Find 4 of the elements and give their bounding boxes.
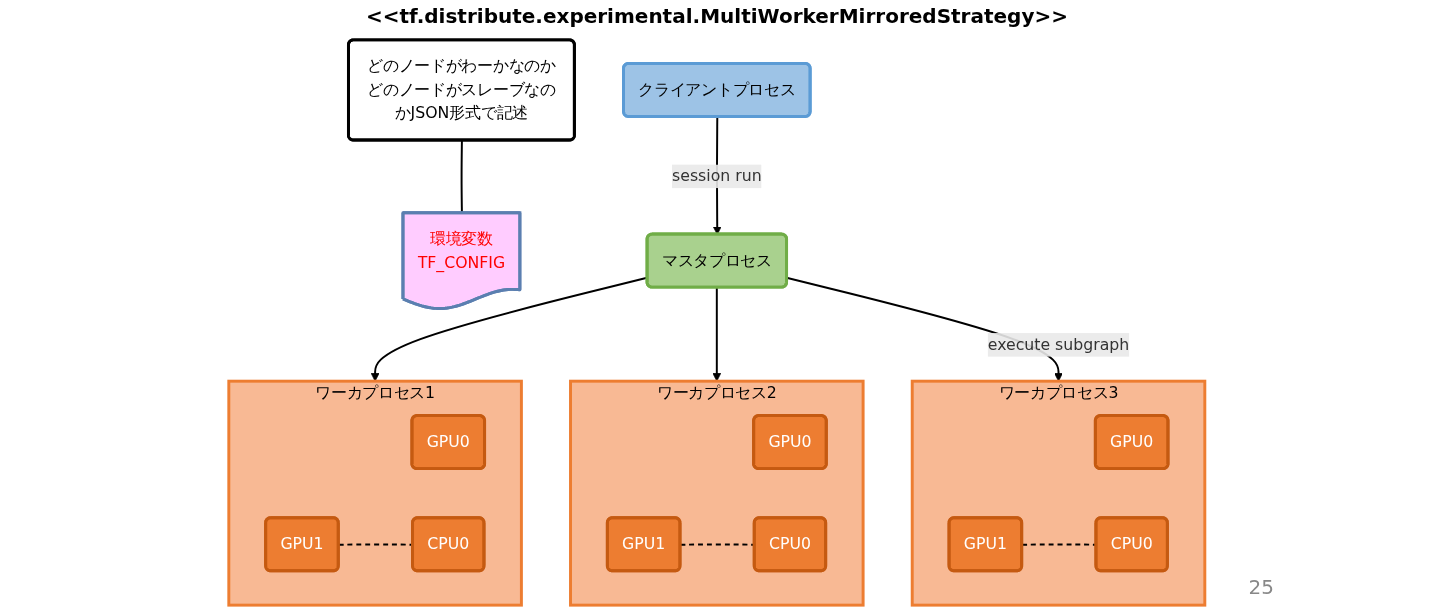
edge-label: execute subgraph [987, 335, 1130, 354]
edge-label: session run [672, 166, 762, 186]
page-number: 25 [1248, 575, 1274, 599]
diagram-title: <<tf.distribute.experimental.MultiWorkerMirroredStrategy>> [365, 4, 1069, 28]
